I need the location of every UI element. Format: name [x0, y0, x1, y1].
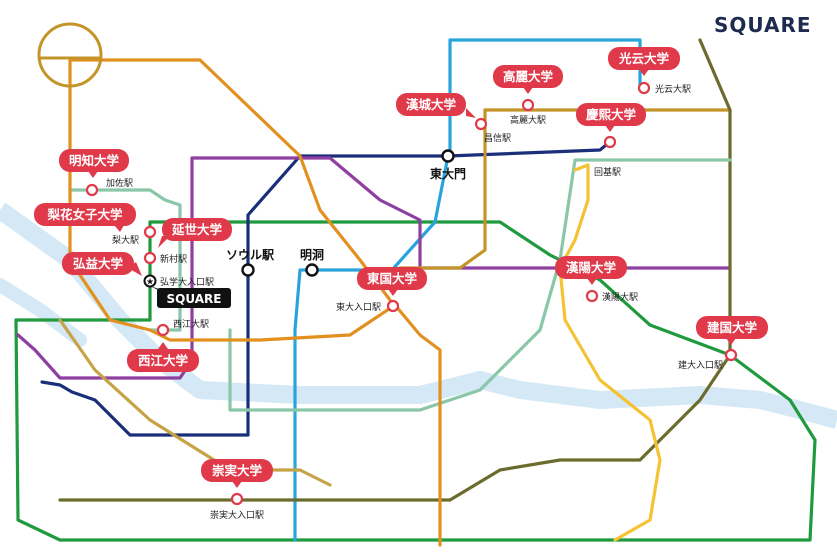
pin-hansung[interactable]: 漢城大学 [396, 93, 476, 118]
label-konkuk: 建大入口駅 [678, 359, 723, 371]
pin-sogang-label: 西江大学 [138, 353, 189, 368]
pin-yonsei[interactable]: 延世大学 [158, 218, 232, 248]
bundang-line [558, 266, 662, 542]
station-dongdaemun[interactable] [441, 149, 455, 163]
station-myeongdong[interactable] [305, 263, 319, 277]
pin-ewha[interactable]: 梨花女子大学 [34, 203, 136, 232]
square-marker-label: SQUARE [167, 292, 222, 306]
label-sogang: 西江大駅 [173, 318, 209, 330]
han-river [0, 202, 837, 429]
label-gaja: 加佐駅 [106, 177, 133, 189]
pin-konkuk-label: 建国大学 [707, 320, 758, 335]
pin-kwangwoon[interactable]: 光云大学 [608, 47, 680, 76]
gyeongui-line [58, 318, 332, 487]
line-6-ochre [398, 108, 487, 270]
station-hanyang[interactable] [585, 289, 599, 303]
pin-hanyang-label: 漢陽大学 [566, 260, 617, 275]
station-konkuk[interactable] [724, 348, 738, 362]
pin-hansung-label: 漢城大学 [406, 97, 457, 112]
pin-konkuk[interactable]: 建国大学 [696, 316, 768, 345]
line-7-olive [58, 38, 732, 502]
pin-soongsil-label: 崇実大学 [212, 463, 263, 478]
label-hongik: 弘学大入口駅 [160, 276, 214, 288]
label-anam: 高麗大駅 [510, 114, 546, 126]
station-dongguk[interactable] [386, 299, 400, 313]
station-sogang[interactable] [156, 323, 170, 337]
pin-ewha-label: 梨花女子大学 [46, 207, 123, 222]
pin-kyunghee[interactable]: 慶熙大学 [576, 103, 646, 132]
label-hoegi: 回基駅 [594, 166, 621, 178]
station-seoul[interactable] [241, 263, 255, 277]
label-dongdaemun: 東大門 [430, 166, 466, 181]
station-gwangun[interactable] [637, 81, 651, 95]
line-5-purple [16, 156, 732, 380]
line-3-orange-north [68, 58, 392, 302]
pin-soongsil[interactable]: 崇実大学 [201, 459, 273, 488]
station-anam[interactable] [521, 98, 535, 112]
pin-yonsei-label: 延世大学 [171, 222, 223, 237]
label-soongsil: 崇実大入口駅 [210, 509, 264, 521]
station-sinchon[interactable] [143, 251, 157, 265]
station-soongsil[interactable] [230, 492, 244, 506]
station-gaja[interactable] [85, 183, 99, 197]
label-sinchon: 新村駅 [160, 253, 187, 265]
pin-dongguk[interactable]: 東国大学 [357, 267, 427, 296]
label-dongguk: 東大入口駅 [336, 301, 381, 313]
label-idae: 梨大駅 [112, 234, 139, 246]
bundang-upper [558, 163, 590, 270]
station-hoegi[interactable] [603, 135, 617, 149]
label-gwangun: 光云大駅 [655, 83, 691, 95]
pin-korea[interactable]: 高麗大学 [493, 65, 563, 94]
label-hanyang: 漢陽大駅 [602, 291, 638, 303]
pin-kwangwoon-label: 光云大学 [618, 51, 670, 66]
square-location-marker[interactable]: SQUARE [150, 286, 231, 308]
line-terminal-loop [37, 22, 103, 88]
station-hongik[interactable] [143, 274, 157, 288]
pin-myongji-label: 明知大学 [69, 153, 120, 168]
star-icon: ★ [146, 278, 154, 288]
pin-kyunghee-label: 慶熙大学 [586, 107, 637, 122]
pin-hanyang[interactable]: 漢陽大学 [555, 256, 627, 285]
pin-sogang[interactable]: 西江大学 [127, 342, 199, 372]
pin-dongguk-label: 東国大学 [367, 271, 418, 286]
label-seoul: ソウル駅 [226, 248, 275, 262]
label-changsin: 昌信駅 [484, 132, 511, 144]
pin-korea-label: 高麗大学 [503, 69, 554, 84]
line-1-navy [40, 138, 614, 437]
line-3-orange [68, 58, 442, 547]
pin-myongji[interactable]: 明知大学 [59, 149, 129, 178]
label-myeongdong: 明洞 [300, 248, 324, 262]
pin-hongik[interactable]: 弘益大学 [62, 252, 142, 276]
line-2-green [14, 220, 817, 542]
pin-hongik-label: 弘益大学 [73, 256, 124, 271]
square-logo: SQUARE [714, 13, 812, 37]
station-idae[interactable] [143, 225, 157, 239]
station-changsin[interactable] [474, 117, 488, 131]
